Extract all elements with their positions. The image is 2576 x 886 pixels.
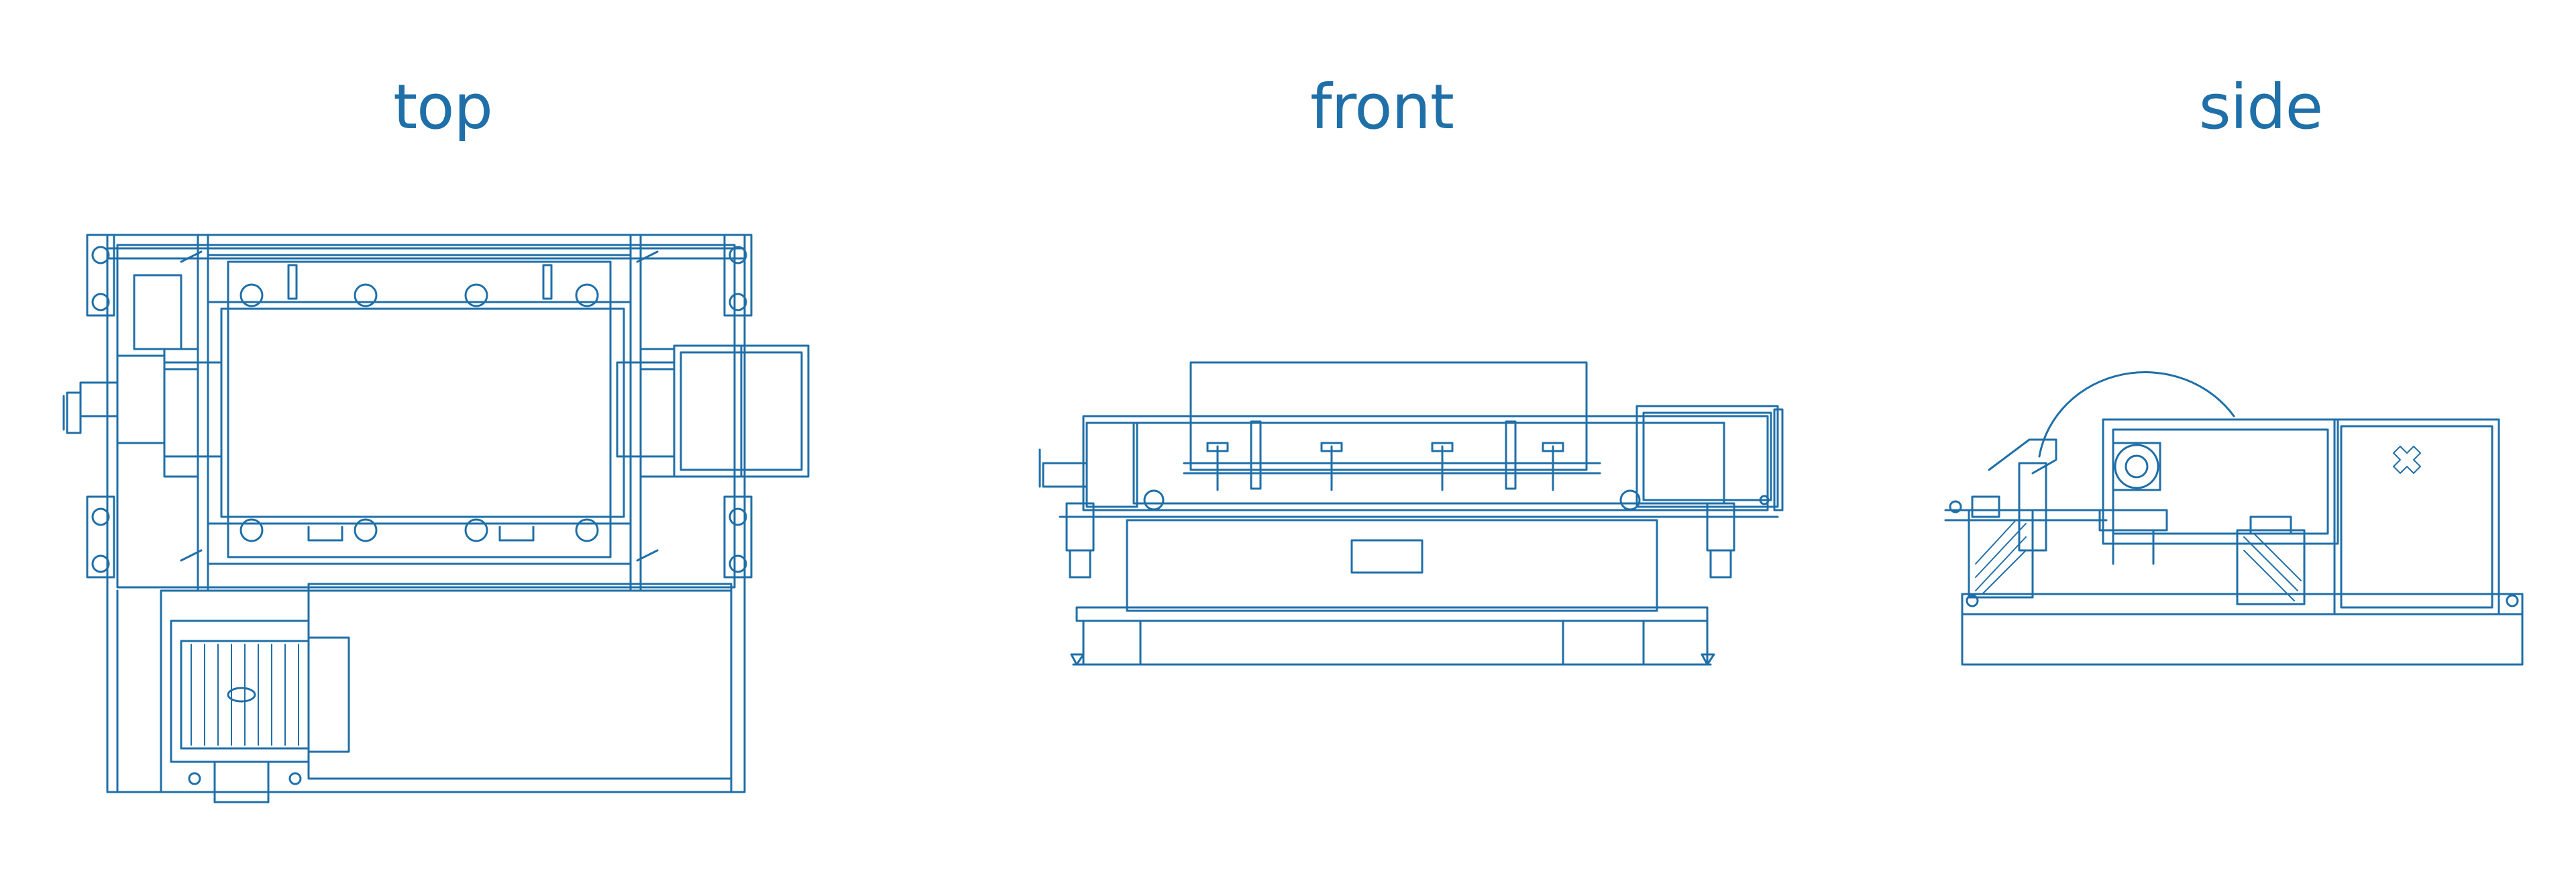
view-label-side: side (2198, 71, 2324, 143)
side-view-drawing (1945, 373, 2522, 664)
view-label-top: top (393, 71, 493, 143)
view-label-front: front (1310, 71, 1454, 143)
top-view-drawing (64, 235, 808, 802)
front-view-drawing (1040, 362, 1782, 664)
